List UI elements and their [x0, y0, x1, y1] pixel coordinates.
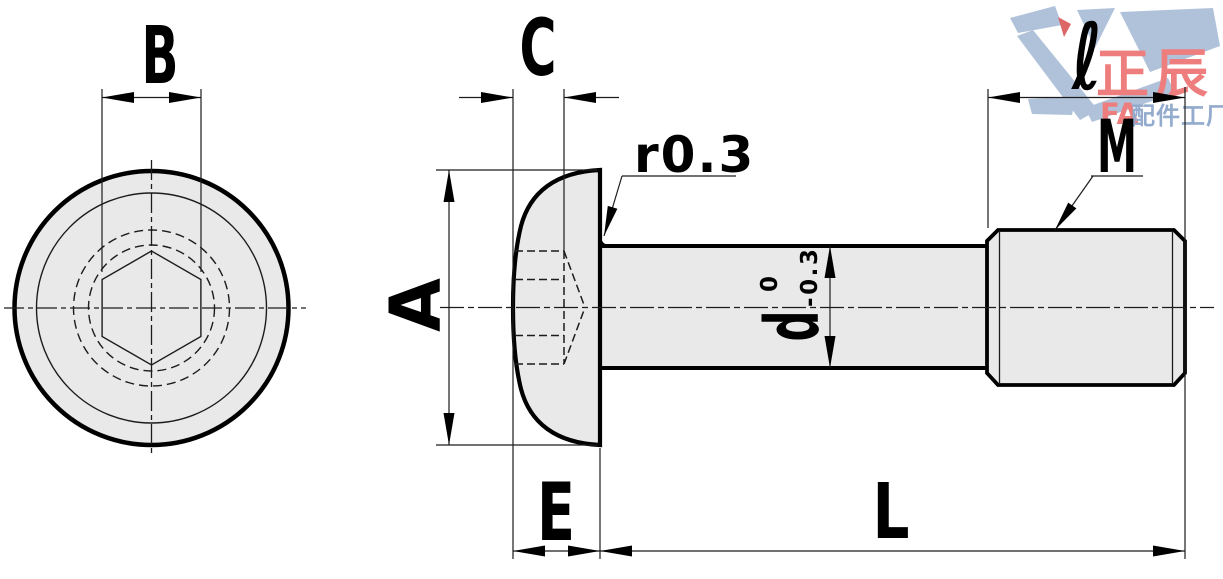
- arrow-ell-left: [988, 92, 1020, 103]
- arrow-M-callout: [1055, 202, 1077, 230]
- arrow-L-right: [1153, 545, 1185, 557]
- logo-wing-right: [1120, 8, 1220, 72]
- side-view: [440, 167, 1214, 448]
- label-thread-length-ell: ℓ: [1071, 4, 1102, 111]
- label-C: C: [520, 4, 557, 94]
- arrow-E-left: [513, 545, 545, 557]
- arrow-L-left: [600, 545, 632, 557]
- label-B: B: [142, 10, 179, 102]
- watermark-fa-text: FA: [1100, 97, 1139, 131]
- front-view: [4, 160, 306, 456]
- arrow-ell-right: [1153, 92, 1185, 103]
- arrow-A-top: [443, 170, 455, 202]
- dimension-lines: [101, 87, 1186, 559]
- label-A: A: [375, 278, 457, 332]
- logo-band-right: [1085, 78, 1175, 122]
- watermark-factory-text: 配件工厂: [1131, 102, 1223, 130]
- logo-flag-triangle: [1077, 8, 1115, 48]
- label-d-tolerance-upper: 0: [757, 276, 783, 292]
- under-head-fillet: [598, 237, 609, 248]
- arrow-d-bottom: [824, 336, 836, 368]
- arrow-C-right: [564, 92, 596, 103]
- logo-red-accent: [1058, 17, 1071, 37]
- watermark-logo: 正辰 FA 配件工厂: [1010, 6, 1223, 131]
- label-A-group: A: [375, 278, 457, 332]
- label-E: E: [537, 466, 575, 559]
- label-L: L: [873, 468, 910, 557]
- socket-cone-lower: [563, 307, 586, 365]
- logo-wing-top-left: [1010, 6, 1062, 33]
- label-M: M: [1097, 105, 1137, 190]
- arrow-r-callout: [604, 205, 618, 236]
- arrow-B-right: [169, 92, 201, 103]
- label-fillet-radius: r0.3: [634, 126, 755, 184]
- logo-bottom-piece: [1028, 96, 1076, 115]
- socket-cone-upper: [563, 250, 586, 308]
- label-d: d: [750, 311, 836, 342]
- hidden-socket-lines: [515, 250, 586, 365]
- dimension-arrowheads: [102, 92, 1185, 557]
- arrow-d-top: [824, 246, 836, 278]
- arrow-C-left: [481, 92, 513, 103]
- arrow-E-right: [568, 545, 600, 557]
- arrow-A-bottom: [443, 413, 455, 445]
- watermark-brand-text: 正辰: [1096, 44, 1214, 105]
- arrow-B-left: [102, 92, 134, 103]
- dimension-labels: B C A E L ℓ M r0.3 d 0 -0.3: [142, 4, 1138, 559]
